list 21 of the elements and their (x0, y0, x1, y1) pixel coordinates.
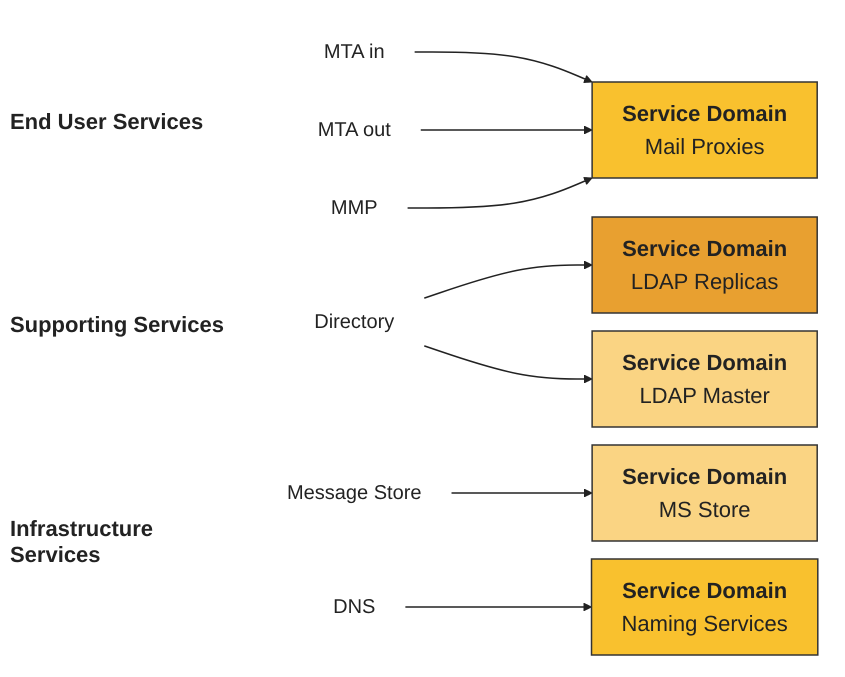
node-text: MTA in (324, 41, 385, 63)
node-text: MTA out (318, 119, 391, 141)
arrow (405, 602, 592, 612)
arrow (452, 488, 593, 498)
node-box: Service Domain MS Store (591, 444, 818, 542)
arrow (424, 345, 593, 384)
arrow (424, 260, 593, 299)
node-text: DNS (333, 596, 376, 618)
arrow (420, 126, 593, 134)
group-heading: End User Services (10, 108, 204, 135)
arrow (408, 176, 593, 209)
group-heading: Infrastructure Services (10, 516, 154, 568)
arrow (414, 51, 593, 84)
node-text: Message Store (287, 482, 422, 504)
node-box: Service Domain Naming Services (590, 558, 819, 656)
node-box: Service Domain LDAP Replicas (591, 216, 818, 314)
node-text: MMP (331, 197, 378, 219)
node-box: Service Domain LDAP Master (591, 330, 818, 428)
node-box: Service Domain Mail Proxies (591, 81, 818, 179)
node-text: Directory (314, 311, 394, 333)
group-heading: Supporting Services (10, 312, 225, 338)
